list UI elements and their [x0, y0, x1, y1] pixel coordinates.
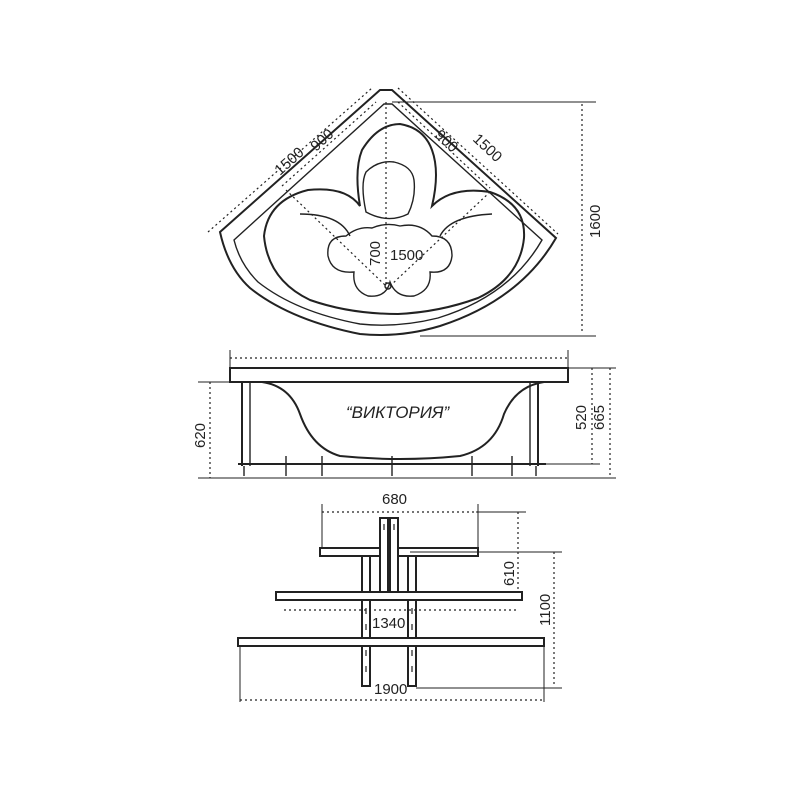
dim-label-1100: 1100 [537, 594, 554, 626]
frame-bottom-bar [237, 637, 545, 647]
tub-feet [243, 456, 537, 476]
dim-label-inner-span: 1500 [390, 247, 423, 264]
frame-spine-left [361, 555, 371, 687]
frame-view: 680 610 1340 1100 1900 [237, 491, 562, 702]
dim-line-right-outer [397, 87, 559, 235]
tub-seat-clover [327, 223, 453, 297]
dim-label-610: 610 [501, 561, 518, 586]
tub-rim-top [229, 367, 569, 383]
top-view: 1500 900 900 1500 700 1500 1600 [207, 87, 604, 337]
dim-label-right-inner: 900 [431, 126, 461, 156]
tub-body-profile [261, 381, 545, 460]
dim-label-665: 665 [591, 405, 608, 430]
dim-label-680: 680 [382, 491, 407, 508]
dim-label-520: 520 [573, 405, 590, 430]
dim-label-620: 620 [192, 423, 209, 448]
dim-line-left-outer [207, 87, 373, 233]
dim-label-right-outer: 1500 [469, 130, 505, 165]
dim-line-right-inner [397, 101, 491, 189]
dim-label-depth: 700 [367, 241, 384, 266]
model-name-label: “ВИКТОРИЯ” [346, 403, 451, 422]
dim-line-left-diag [285, 189, 387, 287]
tub-basin-outline [262, 122, 526, 316]
tub-outer-outline [218, 89, 558, 336]
dim-line-left-inner [281, 101, 377, 187]
dim-label-1340: 1340 [372, 615, 405, 632]
side-view: “ВИКТОРИЯ” 620 520 665 [192, 350, 616, 479]
tub-headrest [362, 161, 416, 220]
frame-bolt-holes [365, 524, 413, 672]
tub-drain [384, 282, 392, 290]
tub-inner-curve-right [439, 213, 493, 237]
tub-inner-curve-left [299, 213, 351, 237]
dim-label-1900: 1900 [374, 681, 407, 698]
frame-spine-right [407, 555, 417, 687]
tub-inner-rim [233, 103, 543, 326]
dim-label-height: 1600 [587, 205, 604, 238]
frame-mid-bar [275, 591, 523, 601]
